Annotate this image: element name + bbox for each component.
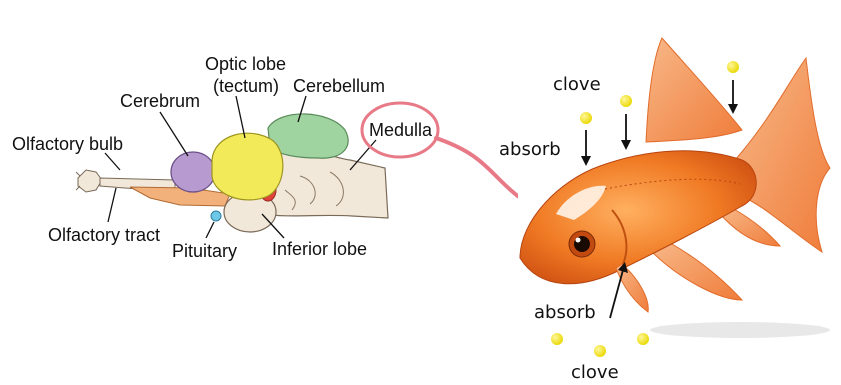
label-medulla: Medulla [369, 121, 432, 139]
clove-dot [594, 345, 606, 357]
label-olfactory-tract: Olfactory tract [48, 226, 160, 244]
label-inferior-lobe: Inferior lobe [272, 240, 367, 258]
clove-dot [637, 333, 649, 345]
cerebrum-shape [171, 152, 215, 192]
optic-lobe-shape [212, 133, 283, 200]
clove-dot [727, 61, 739, 73]
label-cerebellum: Cerebellum [293, 77, 385, 95]
label-clove-bottom: clove [571, 364, 619, 382]
olfactory-bulb-shape [76, 170, 102, 192]
olfactory-orange-shape [130, 187, 230, 206]
label-cerebrum: Cerebrum [120, 92, 200, 110]
pituitary-shape [211, 211, 221, 221]
label-clove-top: clove [553, 76, 601, 94]
clove-dot [620, 95, 632, 107]
label-optic-lobe-line1: Optic lobe [205, 55, 286, 73]
label-absorb-bottom: absorb [534, 304, 596, 322]
label-absorb-top: absorb [499, 141, 561, 159]
clove-dot [580, 112, 592, 124]
label-pituitary: Pituitary [172, 242, 237, 260]
clove-dot [551, 333, 563, 345]
label-optic-lobe-line2: (tectum) [213, 77, 279, 95]
label-olfactory-bulb: Olfactory bulb [12, 135, 123, 153]
brain-illustration [76, 96, 552, 238]
